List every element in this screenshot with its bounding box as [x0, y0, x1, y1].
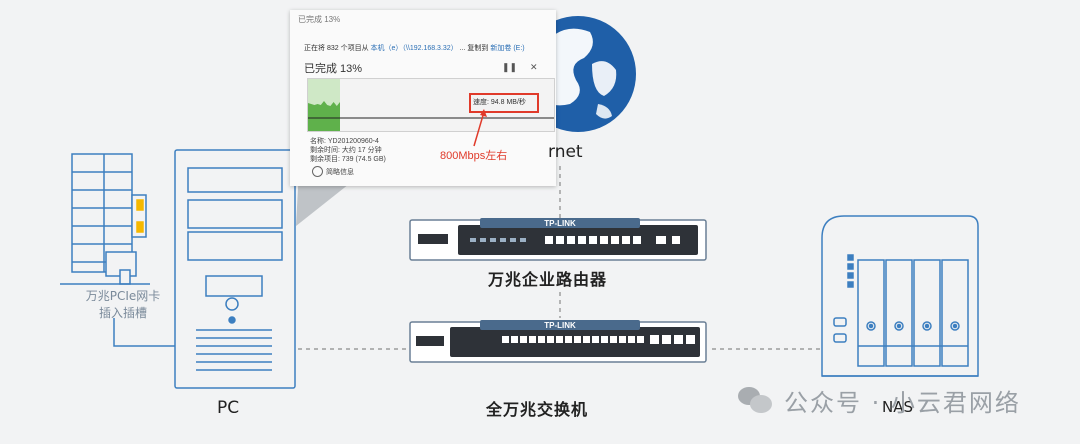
switch-label: 全万兆交换机: [486, 400, 589, 419]
pause-icon[interactable]: ❚❚: [502, 62, 518, 72]
pcie-card-label-line2: 插入插槽: [98, 306, 147, 320]
transfer-speed: 速度: 94.8 MB/秒: [473, 99, 526, 106]
time-left: 剩余时间: 大约 17 分钟: [310, 147, 382, 154]
connections: [113, 166, 820, 350]
copy-status-middle: ... 复制到: [459, 45, 489, 52]
wechat-icon: [738, 385, 774, 415]
watermark: 公众号 · 小云君网络: [738, 380, 1021, 420]
speed-graph-plot: [308, 79, 554, 131]
switch-brand: TP-LINK: [544, 321, 576, 330]
more-info-toggle[interactable]: 简略信息: [326, 169, 354, 176]
internet-label: rnet: [548, 142, 583, 162]
watermark-text: 公众号 · 小云君网络: [784, 388, 1021, 417]
pcie-card-label: 万兆PCIe网卡 插入插槽: [68, 288, 178, 322]
speed-graph: [307, 78, 555, 132]
pc-tower: [174, 149, 296, 389]
annotation-arrow: [473, 109, 487, 147]
speed-annotation: 800Mbps左右: [440, 150, 508, 162]
copy-progress-screenshot: 已完成 13% 正在将 832 个项目从 本机（e）（\\192.168.3.3…: [290, 10, 556, 186]
router-brand: TP-LINK: [544, 219, 576, 228]
copy-dest-link[interactable]: 新加卷 (E:): [490, 45, 525, 52]
speed-highlight-box: [469, 93, 539, 113]
router-device: TP-LINK: [409, 218, 707, 261]
file-name: 名称: YD201200960-4: [310, 138, 379, 145]
nas-device: [821, 215, 979, 377]
progress-label: 已完成 13%: [304, 63, 363, 75]
items-left: 剩余项目: 739 (74.5 GB): [310, 156, 386, 163]
pcie-card: [60, 153, 150, 285]
copy-status-line: 正在将 832 个项目从 本机（e）（\\192.168.3.32） ... 复…: [304, 43, 525, 53]
dialog-title: 已完成 13%: [298, 15, 341, 24]
pcie-card-pointer: [113, 318, 175, 347]
pc-label: PC: [217, 398, 240, 418]
chevron-up-icon[interactable]: [312, 166, 323, 177]
router-label: 万兆企业路由器: [488, 270, 608, 289]
nas-label: NAS: [882, 398, 914, 416]
switch-device: TP-LINK: [409, 320, 707, 363]
close-icon[interactable]: ✕: [530, 62, 538, 72]
copy-source-link[interactable]: 本机（e）（\\192.168.3.32）: [370, 45, 458, 52]
copy-status-prefix: 正在将 832 个项目从: [304, 45, 369, 52]
pcie-card-label-line1: 万兆PCIe网卡: [85, 289, 161, 303]
